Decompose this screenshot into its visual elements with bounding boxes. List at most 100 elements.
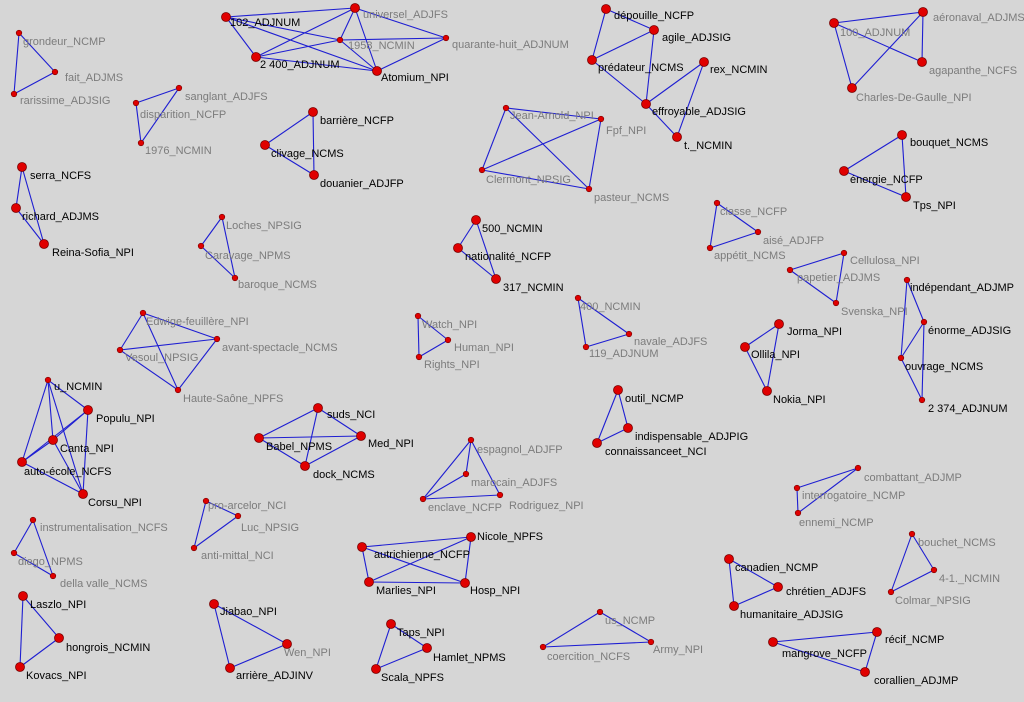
node-t-ncmin[interactable] [672, 132, 682, 142]
node-fpf-npi[interactable] [597, 115, 605, 123]
node-pasteur-ncms[interactable] [585, 185, 593, 193]
node-vesoul-npsig[interactable] [116, 346, 124, 354]
node-serra-ncfs[interactable] [17, 162, 27, 172]
node-svenska-npi[interactable] [832, 299, 840, 307]
node-aise-adjfp[interactable] [754, 228, 762, 236]
node-med-npi[interactable] [356, 431, 366, 441]
node-102-adjnum[interactable] [221, 12, 231, 22]
node-richard-adjms[interactable] [11, 203, 21, 213]
node-della-valle-ncms[interactable] [49, 572, 57, 580]
node-human-npi[interactable] [444, 336, 452, 344]
node-sanglant-adjfs[interactable] [175, 84, 183, 92]
node-universel-adjfs[interactable] [350, 3, 360, 13]
node-bouchet-ncms[interactable] [908, 530, 916, 538]
node-jiabao-npi[interactable] [209, 599, 219, 609]
node-grondeur-ncmp[interactable] [15, 29, 23, 37]
node-nicole-npfs[interactable] [466, 532, 476, 542]
node-rodriguez-npi[interactable] [496, 491, 504, 499]
node-populu-npi[interactable] [83, 405, 93, 415]
node-scala-npfs[interactable] [371, 664, 381, 674]
node-army-npi[interactable] [647, 638, 655, 646]
node-caravage-npms[interactable] [197, 242, 205, 250]
node-400-ncmin[interactable] [574, 294, 582, 302]
node-rarissime-adjsig[interactable] [10, 90, 18, 98]
node-bouquet-ncms[interactable] [897, 130, 907, 140]
node-hosp-npi[interactable] [460, 578, 470, 588]
node-corallien-adjmp[interactable] [860, 667, 870, 677]
node-2-374-adjnum[interactable] [918, 396, 926, 404]
node-depouille-ncfp[interactable] [601, 4, 611, 14]
node-rights-npi[interactable] [415, 353, 423, 361]
node-2-400-adjnum[interactable] [251, 52, 261, 62]
node-quarante-huit-adjnum[interactable] [442, 34, 450, 42]
node-enclave-ncfp[interactable] [419, 495, 427, 503]
node-luc-npsig[interactable] [234, 512, 242, 520]
node-diego-npms[interactable] [10, 549, 18, 557]
node-chretien-adjfs[interactable] [773, 582, 783, 592]
node-baroque-ncms[interactable] [231, 274, 239, 282]
node-laszlo-npi[interactable] [18, 591, 28, 601]
node-charles-de-gaulle-npi[interactable] [847, 83, 857, 93]
node-espagnol-adjfp[interactable] [467, 436, 475, 444]
node-effroyable-adjsig[interactable] [641, 99, 651, 109]
node-canadien-ncmp[interactable] [724, 554, 734, 564]
node-haute-saone-npfs[interactable] [174, 386, 182, 394]
node-ennemi-ncmp[interactable] [794, 509, 802, 517]
node-babel-npms[interactable] [254, 433, 264, 443]
node-autrichienne-ncfp[interactable] [357, 542, 367, 552]
node-us-ncmp[interactable] [596, 608, 604, 616]
node-u-ncmin[interactable] [44, 376, 52, 384]
node-agapanthe-ncfs[interactable] [917, 57, 927, 67]
node-wen-npi[interactable] [282, 639, 292, 649]
node-rex-ncmin[interactable] [699, 57, 709, 67]
node-appetit-ncms[interactable] [706, 244, 714, 252]
node-317-ncmin[interactable] [491, 274, 501, 284]
node-clermont-npsig[interactable] [478, 166, 486, 174]
node-enorme-adjsig[interactable] [920, 318, 928, 326]
node-1958-ncmin[interactable] [336, 36, 344, 44]
node-interrogatoire-ncmp[interactable] [793, 484, 801, 492]
node-taps-npi[interactable] [386, 619, 396, 629]
node-recif-ncmp[interactable] [872, 627, 882, 637]
node-nationalite-ncfp[interactable] [453, 243, 463, 253]
node-avant-spectacle-ncms[interactable] [213, 335, 221, 343]
node-classe-ncfp[interactable] [713, 199, 721, 207]
node-predateur-ncms[interactable] [587, 55, 597, 65]
node-100-adjnum[interactable] [829, 18, 839, 28]
node-combattant-adjmp[interactable] [854, 464, 862, 472]
node-clivage-ncms[interactable] [260, 140, 270, 150]
node-kovacs-npi[interactable] [15, 662, 25, 672]
node-mangrove-ncfp[interactable] [768, 637, 778, 647]
node-colmar-npsig[interactable] [887, 588, 895, 596]
node-reina-sofia-npi[interactable] [39, 239, 49, 249]
node-atomium-npi[interactable] [372, 66, 382, 76]
node-pro-arcelor-nci[interactable] [202, 497, 210, 505]
node-fait-adjms[interactable] [51, 68, 59, 76]
node-canta-npi[interactable] [48, 435, 58, 445]
node-outil-ncmp[interactable] [613, 385, 623, 395]
node-tps-npi[interactable] [901, 192, 911, 202]
node-500-ncmin[interactable] [471, 215, 481, 225]
node-instrumentalisation-ncfs[interactable] [29, 516, 37, 524]
node-1976-ncmin[interactable] [137, 139, 145, 147]
node-barriere-ncfp[interactable] [308, 107, 318, 117]
node-disparition-ncfp[interactable] [132, 99, 140, 107]
node-arriere-adjinv[interactable] [225, 663, 235, 673]
node-marlies-npi[interactable] [364, 577, 374, 587]
node-douanier-adjfp[interactable] [309, 170, 319, 180]
node-4-1-ncmin[interactable] [930, 566, 938, 574]
node-navale-adjfs[interactable] [625, 330, 633, 338]
node-anti-mittal-nci[interactable] [190, 544, 198, 552]
node-dock-ncms[interactable] [300, 461, 310, 471]
node-nokia-npi[interactable] [762, 386, 772, 396]
node-jorma-npi[interactable] [774, 319, 784, 329]
node-independant-adjmp[interactable] [903, 276, 911, 284]
node-connaissanceet-nci[interactable] [592, 438, 602, 448]
node-ollila-npi[interactable] [740, 342, 750, 352]
node-ouvrage-ncms[interactable] [897, 354, 905, 362]
node-coercition-ncfs[interactable] [539, 643, 547, 651]
node-indispensable-adjpig[interactable] [623, 423, 633, 433]
node-corsu-npi[interactable] [78, 489, 88, 499]
node-humanitaire-adjsig[interactable] [729, 601, 739, 611]
node-auto-ecole-ncfs[interactable] [17, 457, 27, 467]
